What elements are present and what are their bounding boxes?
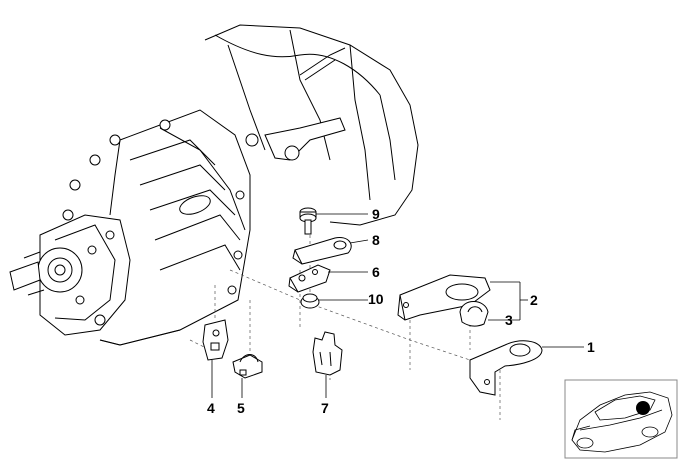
part-7-clip xyxy=(312,331,343,376)
callout-3: 3 xyxy=(505,312,513,328)
part-2-bracket-assembly xyxy=(397,274,491,321)
part-5-clip xyxy=(232,354,263,379)
part-4-bracket xyxy=(202,319,229,361)
callout-7: 7 xyxy=(321,400,329,416)
callout-10: 10 xyxy=(368,291,384,307)
callout-6: 6 xyxy=(372,264,380,280)
part-8-bracket xyxy=(292,236,352,265)
callout-5: 5 xyxy=(237,400,245,416)
part-6-bracket xyxy=(288,264,331,293)
car-outline xyxy=(571,391,673,453)
part-9-bolt xyxy=(299,207,317,235)
callout-9: 9 xyxy=(372,206,380,222)
vehicle-location-inset xyxy=(564,379,678,459)
callout-8: 8 xyxy=(372,232,380,248)
callout-4: 4 xyxy=(207,400,215,416)
transmission-housing xyxy=(9,24,419,346)
part-3-clamp xyxy=(459,301,489,327)
callout-1: 1 xyxy=(587,339,595,355)
location-marker xyxy=(636,401,650,415)
callout-labels: 9 8 6 10 2 3 1 4 5 7 xyxy=(207,206,595,416)
callout-2: 2 xyxy=(530,292,538,308)
part-10-grommet xyxy=(300,293,320,309)
leader-lines xyxy=(211,213,584,398)
part-1-bracket xyxy=(469,340,543,396)
